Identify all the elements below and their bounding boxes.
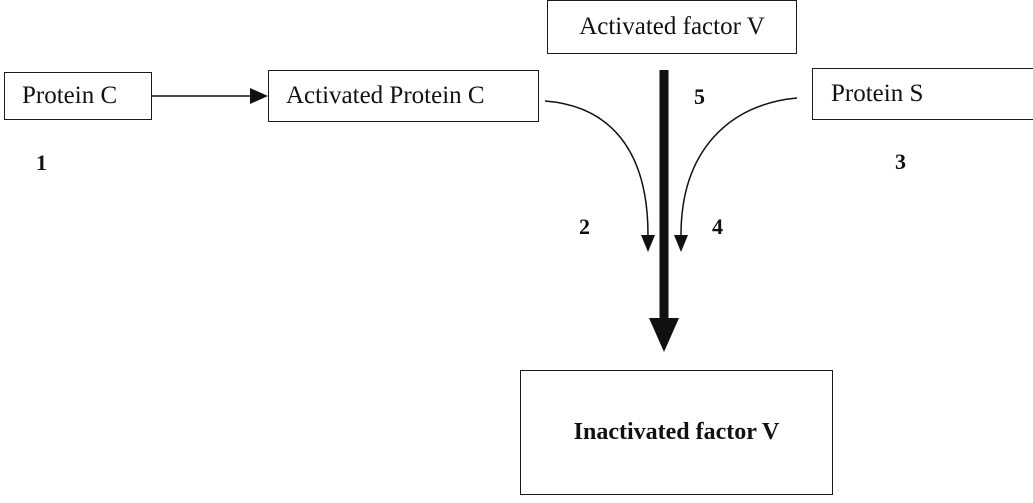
protein-c-label: Protein C [22,82,118,109]
activated-protein-c-node: Activated Protein C [268,70,539,122]
inactivated-factor-v-label: Inactivated factor V [573,419,780,445]
protein-s-label: Protein S [831,80,924,107]
curve-activated-protein-c [544,100,649,236]
arrowhead-protein-c-to-activated-protein-c [250,88,268,104]
activated-protein-c-label: Activated Protein C [286,82,485,109]
inactivated-factor-v-node: Inactivated factor V [520,370,833,495]
step-number-5: 5 [694,84,705,109]
protein-c-node: Protein C [4,72,152,120]
step-number-4: 4 [712,214,723,239]
activated-factor-v-label: Activated factor V [579,13,765,40]
step-number-3: 3 [895,149,906,174]
protein-s-node: Protein S [812,68,1033,120]
arrowhead-protein-s [674,235,688,252]
activated-factor-v-node: Activated factor V [547,0,797,54]
arrowhead-factor-v-inactivation [649,318,679,352]
arrowhead-activated-protein-c [641,235,655,252]
step-number-1: 1 [36,150,47,175]
curve-protein-s [680,97,798,236]
step-number-2: 2 [579,214,590,239]
